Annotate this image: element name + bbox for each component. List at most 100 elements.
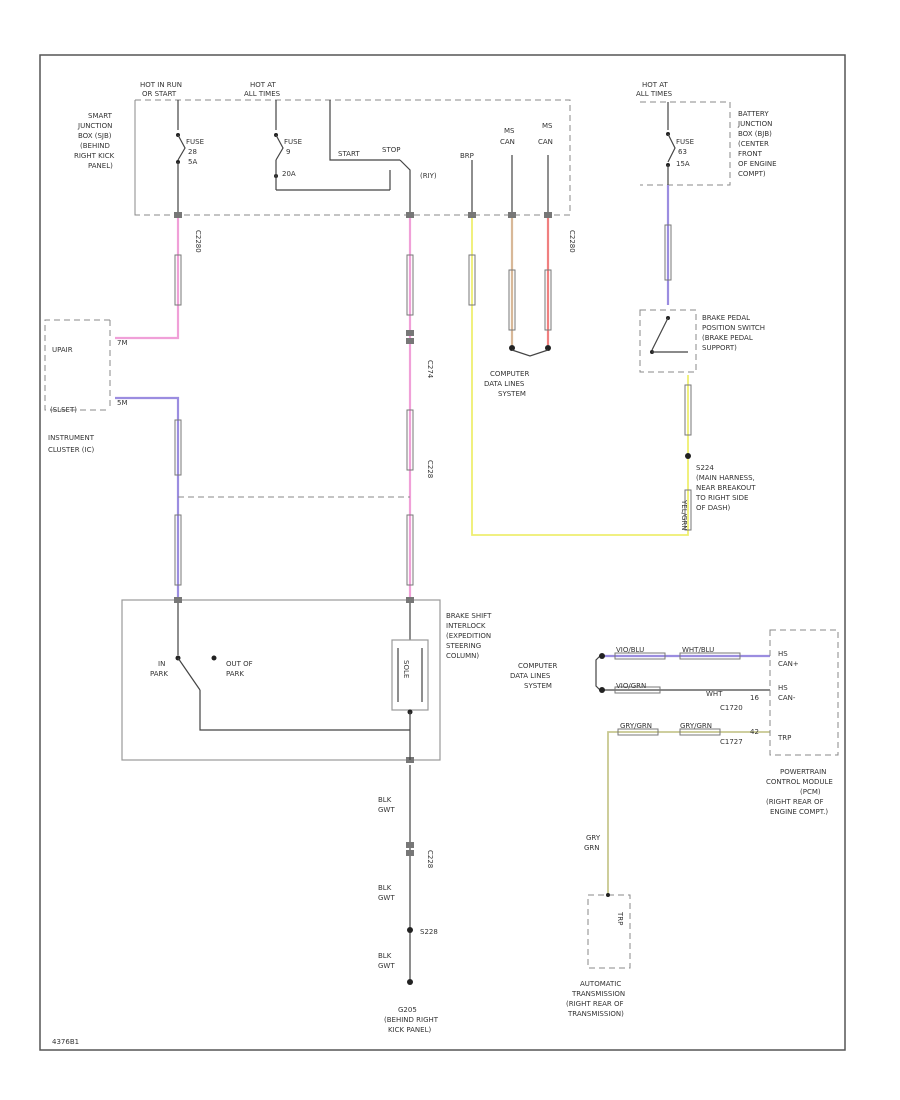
brake-shift-interlock: BRAKE SHIFT INTERLOCK (EXPEDITION STEERI… [121, 597, 492, 763]
wire-pink-cluster [115, 218, 180, 340]
sjb-location-3: (BEHIND [80, 142, 110, 150]
pcm-label-4: ENGINE COMPT.) [770, 808, 828, 816]
brake-switch-label-2: (BRAKE PEDAL [702, 334, 753, 342]
sjb-location-0: SMART [88, 112, 113, 120]
sjb-power-label-1b: OR START [142, 90, 177, 98]
bjb-location-3: (CENTER [738, 140, 769, 148]
fuse-28-label-2: 5A [188, 158, 197, 166]
computer-data-lines-top: COMPUTER DATA LINES SYSTEM [484, 345, 551, 398]
ground-wire3-1: GWT [378, 962, 395, 970]
pcm-pin-1: CAN+ [778, 660, 799, 668]
ground-connector: C228 [426, 850, 434, 868]
splice-s224: S224 (MAIN HARNESS, NEAR BREAKOUT TO RIG… [680, 453, 756, 530]
diagram-frame [39, 54, 846, 1051]
cluster-label-1: CLUSTER (IC) [48, 446, 94, 454]
trans-wire-tag-1: GRY/GRN [680, 722, 712, 730]
smart-junction-box: HOT IN RUN OR START HOT AT ALL TIMES SMA… [74, 81, 571, 216]
powertrain-control-module: HS CAN+ HS CAN- TRP C1720 C1727 16 42 PO… [720, 629, 839, 816]
can-wire-label-2: VIO/GRN [616, 682, 646, 690]
splice-s224-0: S224 [696, 464, 714, 472]
brake-switch-label-3: SUPPORT) [702, 344, 737, 352]
sjb-location-5: PANEL) [88, 162, 113, 170]
splice-wire-label: YEL/GRN [680, 499, 688, 530]
fuse-9-label-2: 20A [282, 170, 296, 178]
bjb-power-0: HOT AT [642, 81, 669, 89]
transmission-label-2: (RIGHT REAR OF [566, 1000, 624, 1008]
wire-trans [607, 731, 770, 895]
ground-splice: S228 [420, 928, 438, 936]
automatic-transmission: TRP AUTOMATIC TRANSMISSION (RIGHT REAR O… [566, 893, 631, 1018]
splice-s224-1: (MAIN HARNESS, [696, 474, 755, 482]
splice-s224-2: NEAR BREAKOUT [696, 484, 756, 492]
cdl-right-2: SYSTEM [524, 682, 552, 690]
ms-can-label-1: CAN [500, 138, 515, 146]
interlock-solenoid: SOLE [402, 660, 410, 678]
brake-switch-label-1: POSITION SWITCH [702, 324, 765, 332]
cdl-top-0: COMPUTER [490, 370, 529, 378]
interlock-label-1: INTERLOCK [446, 622, 486, 630]
transmission-label-3: TRANSMISSION) [567, 1010, 624, 1018]
can-wire-label-1: WHT/BLU [682, 646, 714, 654]
instrument-cluster: UPAIR (SLSET) 7M 5M INSTRUMENT CLUSTER (… [44, 319, 128, 454]
cdl-right-0: COMPUTER [518, 662, 557, 670]
interlock-in-park-1: PARK [150, 670, 168, 678]
ground-wire3-0: BLK [378, 952, 392, 960]
bjb-location-4: FRONT [738, 150, 763, 158]
cluster-sub-label: (SLSET) [50, 406, 77, 414]
pcm-pin-2: HS [778, 684, 788, 692]
sjb-power-label-2: HOT AT [250, 81, 277, 89]
cdl-top-1: DATA LINES [484, 380, 525, 388]
cluster-label-0: INSTRUMENT [48, 434, 95, 442]
brake-switch-label-0: BRAKE PEDAL [702, 314, 750, 322]
splice-s224-4: OF DASH) [696, 504, 731, 512]
wire-blue-cluster [115, 396, 180, 600]
sjb-location-1: JUNCTION [77, 122, 112, 130]
pcm-label-2: (PCM) [800, 788, 821, 796]
bjb-location-5: OF ENGINE [738, 160, 777, 168]
pcm-pin-number-0: 16 [750, 694, 759, 702]
brake-pedal-switch: BRAKE PEDAL POSITION SWITCH (BRAKE PEDAL… [639, 309, 765, 373]
interlock-label-3: STEERING [446, 642, 481, 650]
cluster-pin-7m: 7M [117, 339, 128, 347]
pcm-pin-3: CAN- [778, 694, 796, 702]
pcm-label-0: POWERTRAIN [780, 768, 826, 776]
wires [115, 185, 770, 980]
sjb-power-label-1: HOT IN RUN [140, 81, 182, 89]
computer-data-lines-right: COMPUTER DATA LINES SYSTEM VIO/BLU WHT/B… [510, 646, 723, 698]
transmission-label-1: TRANSMISSION [571, 990, 625, 998]
can-wire-label-3: WHT [706, 690, 723, 698]
ground-path: BLK GWT C228 BLK GWT S228 BLK GWT G205 (… [378, 796, 439, 1034]
cdl-right-1: DATA LINES [510, 672, 551, 680]
bjb-location-0: BATTERY [738, 110, 769, 118]
bjb-fuse-0: FUSE [676, 138, 694, 146]
sjb-connector-c2280-left: C2280 [194, 230, 202, 253]
diagram-id: 4376B1 [52, 1038, 79, 1046]
sjb-connector-c2280-right: C2280 [568, 230, 576, 253]
relay-label-riy: (RIY) [420, 172, 437, 180]
pcm-connector-0: C1720 [720, 704, 743, 712]
trans-wire-1: GRN [584, 844, 600, 852]
ms-can-label-3: CAN [538, 138, 553, 146]
pcm-label-3: (RIGHT REAR OF [766, 798, 824, 806]
relay-label-stop: STOP [382, 146, 400, 154]
cluster-inner-label: UPAIR [52, 346, 73, 354]
pcm-pin-4: TRP [777, 734, 791, 742]
pcm-pin-number-1: 42 [750, 728, 759, 736]
trans-wire-0: GRY [586, 834, 601, 842]
interlock-label-0: BRAKE SHIFT [446, 612, 492, 620]
bjb-fuse-2: 15A [676, 160, 690, 168]
cluster-pin-5m: 5M [117, 399, 128, 407]
cdl-top-2: SYSTEM [498, 390, 526, 398]
fuse-9-label-1: 9 [286, 148, 290, 156]
battery-junction-box: HOT AT ALL TIMES BATTERY JUNCTION BOX (B… [636, 81, 777, 186]
bjb-fuse-1: 63 [678, 148, 687, 156]
fuse-9-label-0: FUSE [284, 138, 302, 146]
ground-label-0: G205 [398, 1006, 417, 1014]
transmission-label-0: AUTOMATIC [580, 980, 621, 988]
bjb-power-1: ALL TIMES [636, 90, 673, 98]
trans-wire-tag-0: GRY/GRN [620, 722, 652, 730]
ground-wire1-0: BLK [378, 796, 392, 804]
pcm-label-1: CONTROL MODULE [766, 778, 833, 786]
interlock-label-2: (EXPEDITION [446, 632, 491, 640]
